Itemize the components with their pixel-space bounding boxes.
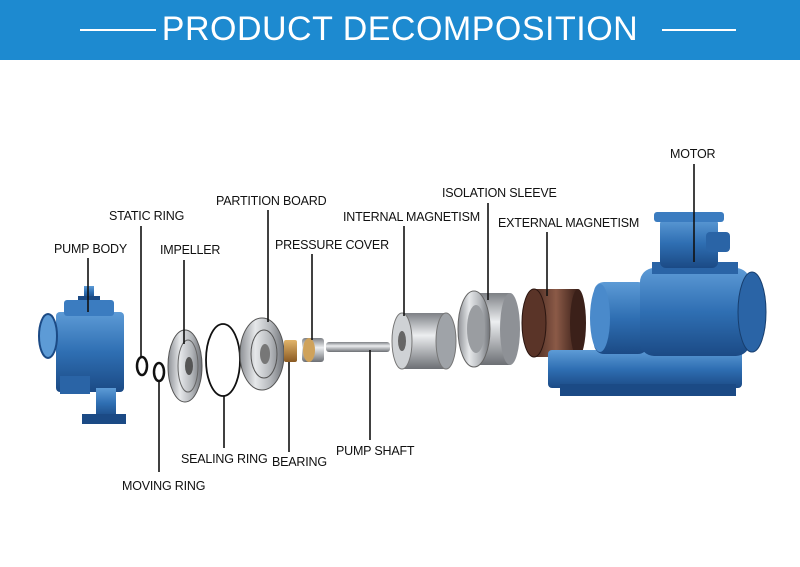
motor-part (548, 212, 767, 396)
label-partition-board: PARTITION BOARD (216, 194, 327, 208)
bearing-part (284, 340, 297, 362)
label-impeller: IMPELLER (160, 243, 221, 257)
label-internal-magnetism: INTERNAL MAGNETISM (343, 210, 480, 224)
isolation-sleeve-part (457, 290, 520, 368)
label-pressure-cover: PRESSURE COVER (275, 238, 389, 252)
label-static-ring: STATIC RING (109, 209, 185, 223)
label-pump-body: PUMP BODY (54, 242, 127, 256)
label-pump-shaft: PUMP SHAFT (336, 444, 415, 458)
label-bearing: BEARING (272, 455, 327, 469)
pressure-cover-part (302, 338, 324, 362)
page-title: PRODUCT DECOMPOSITION (161, 10, 639, 48)
impeller-part (167, 329, 203, 403)
leader-lines (87, 164, 695, 472)
internal-magnetism-part (391, 312, 457, 370)
label-external-magnetism: EXTERNAL MAGNETISM (498, 216, 640, 230)
moving-ring-part (152, 361, 166, 383)
label-isolation-sleeve: ISOLATION SLEEVE (442, 186, 557, 200)
static-ring-part (135, 355, 149, 377)
pump-body-part (38, 286, 126, 424)
header-rule-right (662, 29, 736, 31)
label-sealing-ring: SEALING RING (181, 452, 268, 466)
label-moving-ring: MOVING RING (122, 479, 206, 493)
header-banner: PRODUCT DECOMPOSITION (0, 0, 800, 60)
header-rule-left (80, 29, 156, 31)
label-motor: MOTOR (670, 147, 716, 161)
partition-board-part (239, 317, 285, 391)
sealing-ring-part (205, 323, 241, 397)
pump-shaft-part (326, 342, 390, 352)
external-magnetism-part (521, 288, 586, 358)
